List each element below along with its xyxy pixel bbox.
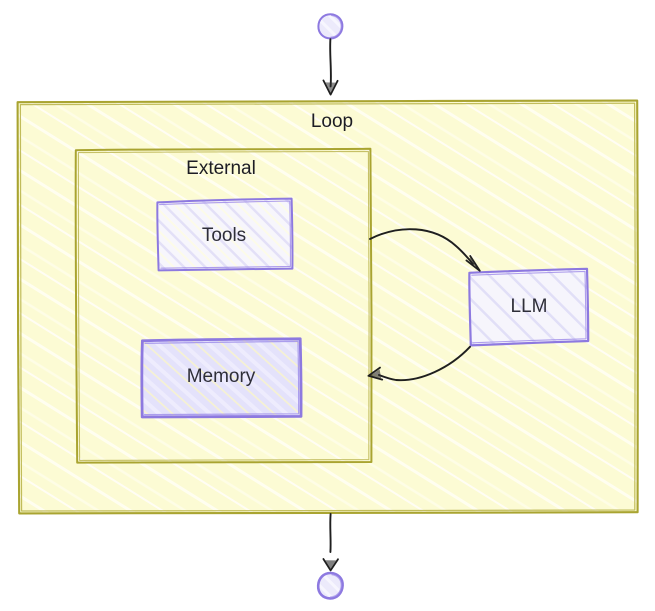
edge-loop-to-end-arrowhead — [322, 558, 339, 572]
llm-node-label: LLM — [511, 296, 548, 317]
memory-node-outline-2 — [144, 340, 300, 416]
tools-node-shape — [157, 198, 293, 271]
edge-external-to-llm[interactable] — [369, 228, 481, 272]
edge-external-to-llm-line — [369, 228, 474, 265]
edge-llm-to-external-arrowhead — [367, 366, 384, 381]
start-node-shape-sketch — [330, 14, 342, 38]
memory-node-label: Memory — [187, 366, 256, 387]
group-loop-label: Loop — [311, 111, 353, 132]
edge-llm-to-external-arrowhead-fill — [370, 369, 382, 379]
start-node-shape — [317, 13, 344, 40]
group-loop-outline-2 — [19, 102, 636, 512]
edge-start-to-loop[interactable] — [322, 38, 339, 96]
edge-start-to-loop-arrowhead — [322, 79, 339, 96]
edge-llm-to-external-line — [378, 345, 471, 382]
end-node-shape — [316, 571, 344, 600]
memory-node-outline-1 — [140, 337, 303, 419]
node-start[interactable] — [317, 13, 344, 40]
node-end[interactable] — [316, 571, 344, 600]
group-external-outline-1 — [74, 147, 373, 464]
node-llm[interactable]: LLM — [468, 267, 590, 347]
tools-node-outline-2 — [159, 200, 292, 269]
group-external-label: External — [186, 158, 256, 179]
llm-node-outline-2 — [471, 270, 587, 344]
end-node-shape-sketch — [330, 574, 342, 598]
tools-node-label: Tools — [202, 225, 246, 246]
edge-loop-to-end-arrowhead-fill — [325, 560, 337, 569]
group-external-outline-2 — [77, 150, 370, 461]
node-tools[interactable]: Tools — [156, 197, 294, 272]
edge-external-to-llm-arrowhead-fill — [468, 257, 478, 269]
group-loop-outline-1 — [16, 99, 639, 515]
llm-node-outline-1 — [468, 267, 590, 347]
tools-node-outline-1 — [156, 197, 294, 272]
edge-llm-to-external[interactable] — [367, 345, 471, 382]
llm-node-shape — [469, 268, 589, 346]
edge-start-to-loop-arrowhead-fill — [325, 82, 336, 93]
memory-node-shape — [142, 338, 301, 417]
group-external[interactable]: External — [74, 147, 373, 464]
edge-loop-to-end[interactable] — [322, 513, 339, 572]
node-memory[interactable]: Memory — [140, 337, 303, 419]
edge-start-to-loop-line — [329, 38, 332, 88]
